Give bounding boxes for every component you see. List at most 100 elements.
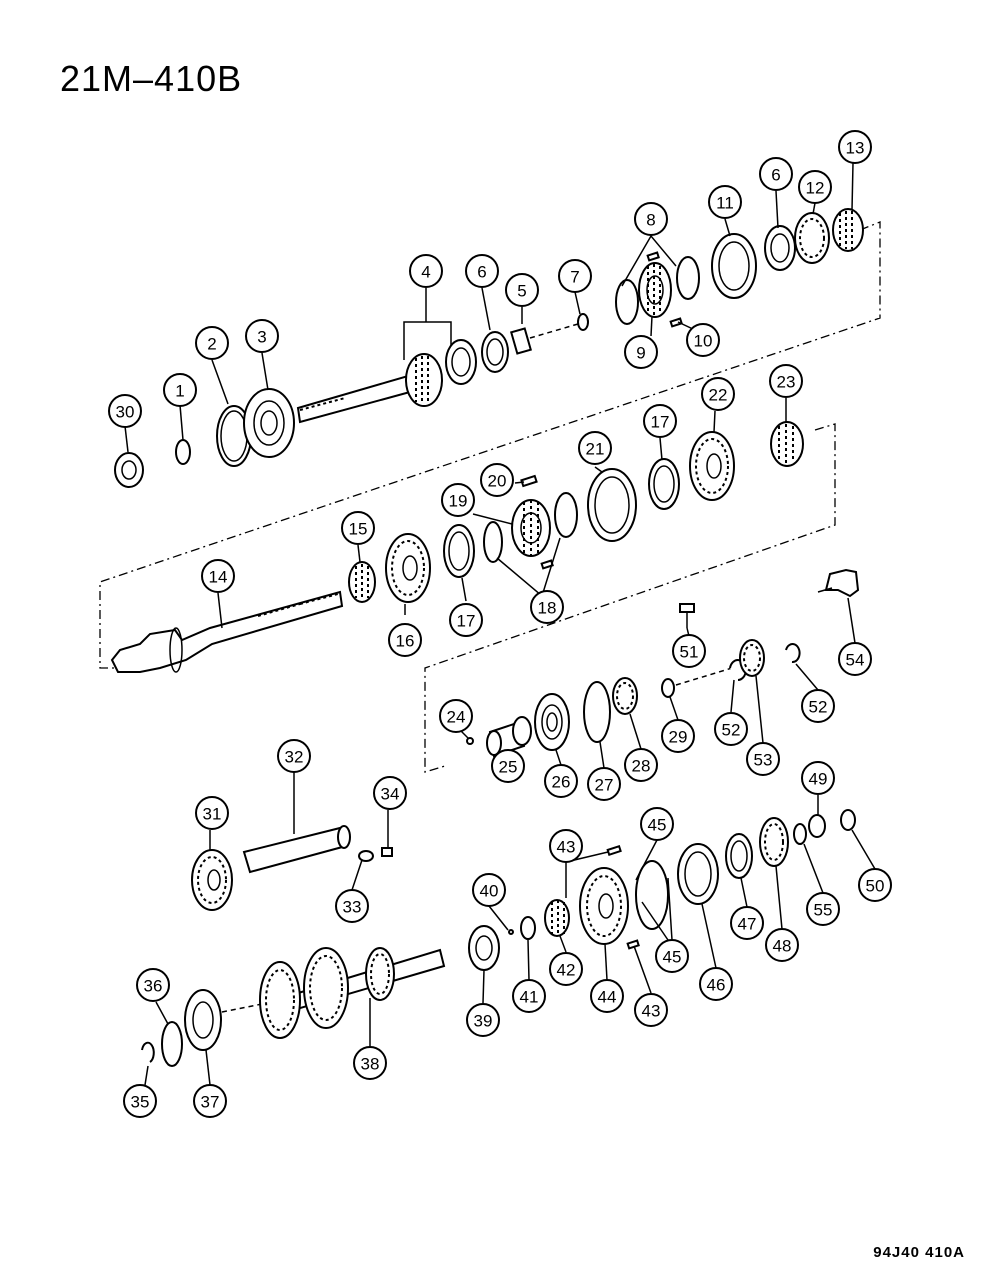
callout-label: 8 [646,211,655,230]
blocker-ring-6 [481,331,509,373]
mainshaft-row [110,421,804,673]
callout-label: 39 [474,1012,493,1031]
blocker-ring-6b [764,225,796,271]
bearing-37 [184,989,222,1051]
callout-25: 25 [491,749,525,783]
callout-21: 21 [578,431,612,465]
callout-10: 10 [686,323,720,357]
callout-5: 5 [505,273,539,307]
callout-label: 27 [595,776,614,795]
callout-label: 44 [598,988,617,1007]
callout-34: 34 [373,776,407,810]
mainshaft-14 [110,590,344,673]
callout-6: 6 [465,254,499,288]
callout-15: 15 [341,511,375,545]
callout-label: 33 [343,898,362,917]
nut-49 [808,814,826,838]
callout-46: 46 [699,967,733,1001]
callout-7: 7 [558,259,592,293]
bearing-3 [243,388,295,458]
leader-lines [124,162,876,1086]
callout-label: 31 [203,805,222,824]
callout-4: 4 [409,254,443,288]
input-gear-4 [405,353,443,407]
callout-30: 30 [108,394,142,428]
callout-label: 40 [480,882,499,901]
callout-label: 20 [488,472,507,491]
callout-label: 43 [642,1002,661,1021]
callout-label: 52 [809,698,828,717]
callout-label: 1 [175,382,184,401]
callout-28: 28 [624,748,658,782]
callout-51: 51 [672,634,706,668]
callout-1: 1 [163,373,197,407]
callout-40: 40 [472,873,506,907]
callout-label: 19 [449,492,468,511]
callout-14: 14 [201,559,235,593]
callout-18: 18 [530,590,564,624]
callout-13: 13 [838,130,872,164]
bearing-39 [468,925,500,971]
callout-48: 48 [765,928,799,962]
callout-label: 18 [538,599,557,618]
callout-36: 36 [136,968,170,1002]
output-row [466,568,860,758]
callout-label: 54 [846,651,865,670]
plug-50 [840,809,856,831]
callout-label: 23 [777,373,796,392]
callout-label: 6 [477,263,486,282]
snap-ring-7 [577,313,589,331]
callout-label: 21 [586,440,605,459]
callout-label: 26 [552,773,571,792]
callout-32: 32 [277,739,311,773]
reverse-idler-group [191,825,393,911]
diagram-title: 21M–410B [60,58,243,99]
input-shaft-4 [296,374,412,424]
callout-label: 30 [116,403,135,422]
snap-ring-1 [175,439,191,465]
idler-shaft-32 [242,826,348,874]
bolt-34 [381,847,393,857]
callout-31: 31 [195,796,229,830]
callout-39: 39 [466,1003,500,1037]
callout-label: 47 [738,915,757,934]
key-43b [626,939,640,950]
callout-label: 50 [866,877,885,896]
callout-9: 9 [624,335,658,369]
callout-label: 43 [557,838,576,857]
callout-label: 45 [663,948,682,967]
callout-24: 24 [439,699,473,733]
callout-label: 45 [648,816,667,835]
callout-17: 17 [643,404,677,438]
callout-label: 37 [201,1093,220,1112]
callout-35: 35 [123,1084,157,1118]
gear-44 [579,867,629,945]
shift-lever-54 [824,568,860,598]
callout-8: 8 [634,202,668,236]
callout-label: 22 [709,386,728,405]
callout-label: 34 [381,785,400,804]
callout-label: 29 [669,728,688,747]
washer-33 [358,850,374,862]
callout-label: 3 [257,328,266,347]
callout-44: 44 [590,979,624,1013]
callout-54: 54 [838,642,872,676]
group-frames [99,221,881,773]
key-10b [646,251,660,262]
ball-40 [508,929,514,935]
key-20 [520,474,538,488]
callout-26: 26 [544,764,578,798]
callout-label: 36 [144,977,163,996]
snap-ring-27 [583,681,611,743]
callout-42: 42 [549,952,583,986]
gear-22 [689,431,735,501]
callout-45: 45 [640,807,674,841]
callout-label: 32 [285,748,304,767]
callout-17: 17 [449,603,483,637]
bearing-13 [832,208,864,252]
callout-label: 35 [131,1093,150,1112]
callout-3: 3 [245,319,279,353]
callout-16: 16 [388,623,422,657]
callout-label: 38 [361,1055,380,1074]
